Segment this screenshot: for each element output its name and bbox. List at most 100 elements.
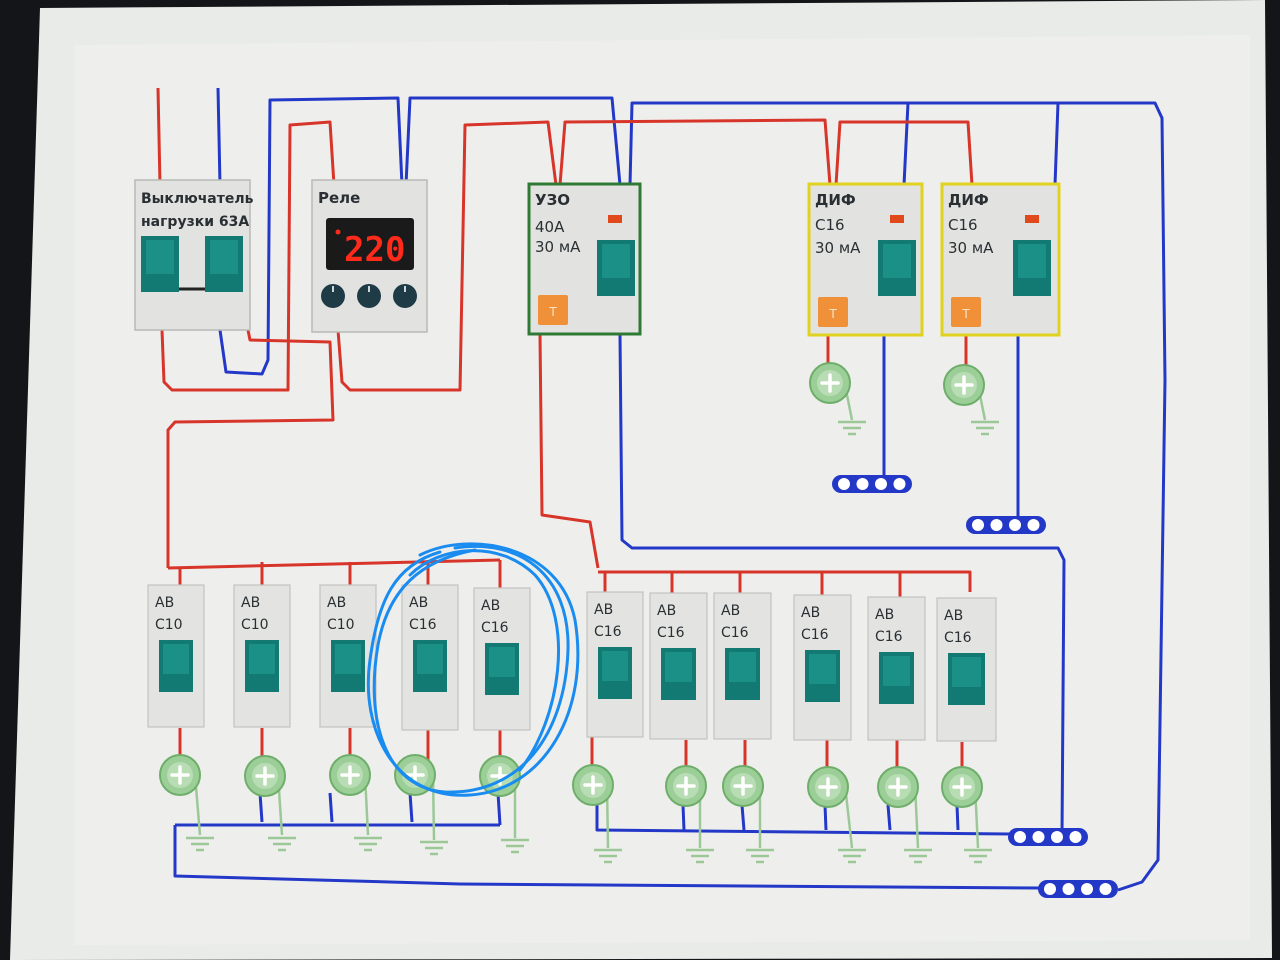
- load-plus-icon: [722, 765, 764, 807]
- breaker-rating-label: С16: [721, 625, 749, 641]
- load-plus-icon: [809, 362, 851, 404]
- breaker-rating-label: С16: [594, 624, 622, 640]
- breaker-type-label: АВ: [241, 595, 260, 611]
- breaker-type-label: АВ: [721, 603, 740, 619]
- ground-icon: [594, 848, 622, 864]
- breaker-body: [649, 592, 708, 740]
- load-plus-icon: [394, 754, 436, 796]
- relay-display-value: 220: [344, 230, 405, 270]
- dif1-rating: С16: [815, 216, 845, 234]
- circuit-breakers: АВС10АВС10АВС10АВС16АВС16АВС16АВС16АВС16…: [147, 584, 997, 742]
- breaker-av-6[interactable]: АВ С16: [586, 591, 644, 738]
- uzo-rating: 40А: [535, 218, 565, 236]
- relay-knob[interactable]: [357, 284, 381, 308]
- load-plus-icon: [244, 755, 286, 797]
- dif2-title: ДИФ: [948, 191, 989, 209]
- uzo-leak-current: 30 мА: [535, 238, 581, 256]
- breaker-av-1[interactable]: АВ С10: [147, 584, 205, 728]
- relay-display: [326, 218, 414, 270]
- breaker-rating-label: С16: [409, 617, 437, 633]
- breaker-rating-label: С16: [875, 629, 903, 645]
- ground-icon: [268, 836, 296, 852]
- svg-text:T: T: [548, 305, 557, 319]
- ground-icon: [904, 848, 932, 864]
- ground-icon: [686, 848, 714, 864]
- breaker-type-label: АВ: [481, 598, 500, 614]
- relay-knob[interactable]: [393, 284, 417, 308]
- dif1-test-button[interactable]: [818, 297, 848, 327]
- load-plus-icon: [807, 766, 849, 808]
- breaker-rating-label: С16: [481, 620, 509, 636]
- uzo-indicator: [608, 215, 622, 223]
- breaker-av-4[interactable]: АВ С16: [401, 584, 459, 731]
- breaker-av-7[interactable]: АВ С16: [649, 592, 708, 740]
- ground-icon: [971, 420, 999, 436]
- svg-text:T: T: [961, 307, 970, 321]
- dif1-indicator: [890, 215, 904, 223]
- uzo-device[interactable]: УЗО 40А 30 мА T: [527, 182, 642, 336]
- dif1-device[interactable]: ДИФ С16 30 мА T: [807, 182, 924, 337]
- dif2-rating: С16: [948, 216, 978, 234]
- ground-symbols: [186, 420, 999, 864]
- svg-text:T: T: [828, 307, 837, 321]
- breaker-rating-label: С10: [241, 617, 269, 633]
- breaker-type-label: АВ: [327, 595, 346, 611]
- breaker-type-label: АВ: [944, 608, 963, 624]
- ground-icon: [501, 838, 529, 854]
- breaker-rating-label: С16: [801, 627, 829, 643]
- dif2-indicator: [1025, 215, 1039, 223]
- neutral-bus-bar-icon: [1008, 828, 1088, 846]
- uzo-title: УЗО: [535, 191, 570, 209]
- breaker-type-label: АВ: [155, 595, 174, 611]
- breaker-av-5[interactable]: АВ С16: [473, 587, 531, 731]
- annotation-circle: [366, 542, 580, 797]
- ground-icon: [186, 836, 214, 852]
- voltage-relay[interactable]: Реле 220: [311, 179, 428, 333]
- uzo-test-button[interactable]: [538, 295, 568, 325]
- breaker-rating-label: С16: [944, 630, 972, 646]
- breaker-av-9[interactable]: АВ С16: [793, 594, 852, 741]
- breaker-type-label: АВ: [594, 602, 613, 618]
- load-plus-icon: [159, 754, 201, 796]
- dif1-leak-current: 30 мА: [815, 239, 861, 257]
- main-switch[interactable]: Выключатель нагрузки 63А: [134, 179, 254, 331]
- dif2-test-button[interactable]: [951, 297, 981, 327]
- breaker-av-2[interactable]: АВ С10: [233, 584, 291, 728]
- ground-icon: [354, 836, 382, 852]
- relay-knob[interactable]: [321, 284, 345, 308]
- main-switch-label-2: нагрузки 63А: [141, 214, 249, 230]
- load-plus-icon: [941, 766, 983, 808]
- load-plus-icon: [572, 764, 614, 806]
- breaker-av-10[interactable]: АВ С16: [867, 596, 926, 741]
- breaker-av-8[interactable]: АВ С16: [713, 592, 772, 740]
- load-plus-icon: [665, 765, 707, 807]
- ground-icon: [838, 848, 866, 864]
- breaker-rating-label: С10: [155, 617, 183, 633]
- phase-wires: [156, 87, 974, 775]
- breaker-av-11[interactable]: АВ С16: [936, 597, 997, 742]
- breaker-type-label: АВ: [801, 605, 820, 621]
- ground-icon: [420, 840, 448, 856]
- breaker-type-label: АВ: [409, 595, 428, 611]
- breaker-type-label: АВ: [657, 603, 676, 619]
- dif2-leak-current: 30 мА: [948, 239, 994, 257]
- dif1-title: ДИФ: [815, 191, 856, 209]
- main-switch-label-1: Выключатель: [141, 191, 254, 207]
- ground-icon: [964, 848, 992, 864]
- load-plus-icon: [877, 766, 919, 808]
- load-plus-icon: [943, 364, 985, 406]
- dif2-device[interactable]: ДИФ С16 30 мА T: [940, 182, 1061, 337]
- neutral-bus-bar-icon: [966, 516, 1046, 534]
- ground-icon: [746, 848, 774, 864]
- breaker-type-label: АВ: [875, 607, 894, 623]
- load-circles: [159, 362, 985, 808]
- relay-title: Реле: [318, 189, 360, 207]
- neutral-bus-bar-icon: [1038, 880, 1118, 898]
- neutral-bus-bars: [832, 475, 1118, 898]
- breaker-rating-label: С16: [657, 625, 685, 641]
- load-plus-icon: [329, 754, 371, 796]
- neutral-bus-bar-icon: [832, 475, 912, 493]
- ground-icon: [838, 420, 866, 436]
